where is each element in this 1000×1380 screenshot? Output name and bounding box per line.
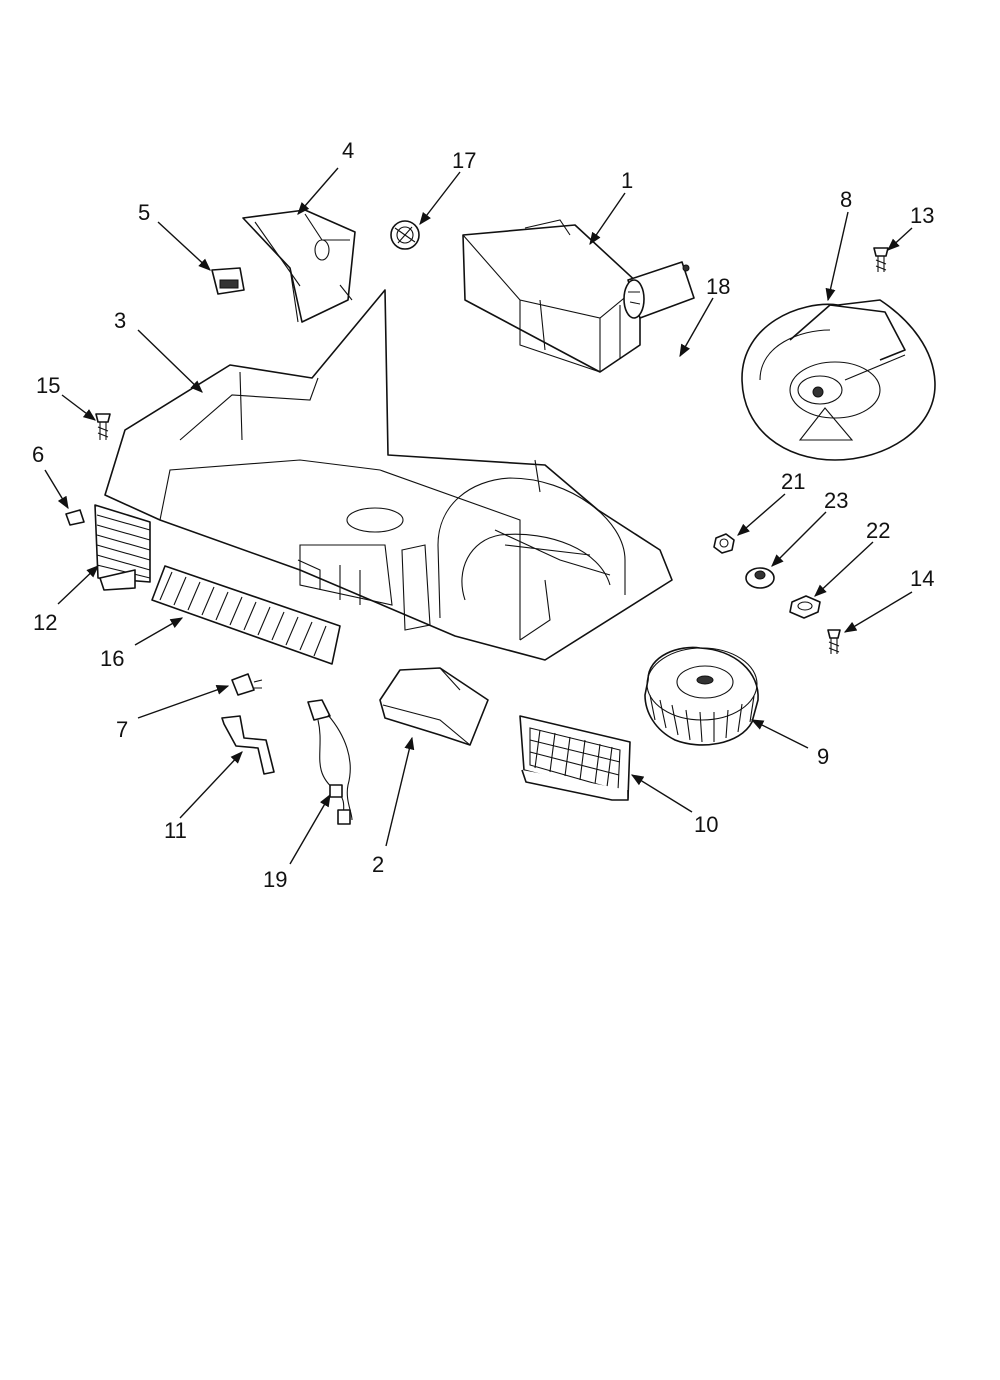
part-7-socket [231,673,263,696]
leader-23 [771,511,827,567]
leader-3 [137,329,203,393]
leader-10 [630,774,693,813]
callout-14: 14 [910,566,934,591]
callout-12: 12 [33,610,57,635]
leader-15 [61,394,97,421]
callout-9: 9 [817,744,829,769]
leader-11 [179,751,243,819]
part-5-switch [211,267,245,295]
part-10-filter [519,715,631,801]
part-21-nut [713,533,735,554]
leader-14 [843,591,913,633]
callout-1: 1 [621,168,633,193]
part-8-blower-housing [741,299,936,461]
leader-16 [134,617,184,646]
leader-18 [679,297,714,358]
part-22-nut [789,595,821,619]
callout-5: 5 [138,200,150,225]
callout-6: 6 [32,442,44,467]
callout-22: 22 [866,518,890,543]
leader-1 [589,192,626,246]
callout-4: 4 [342,138,354,163]
callout-3: 3 [114,308,126,333]
leader-8 [825,211,849,302]
callout-15: 15 [36,373,60,398]
callout-7: 7 [116,717,128,742]
part-11-wire-bracket [221,715,275,775]
leader-21 [737,493,786,536]
callout-8: 8 [840,187,852,212]
part-23-washer [745,567,775,589]
part-17-plug [390,220,420,250]
part-14-screw [827,629,841,654]
part-19-harness [307,699,353,825]
callout-19: 19 [263,867,287,892]
part-18-capacitor [623,261,695,319]
leader-5 [157,221,211,271]
leader-2 [385,736,415,847]
leader-lines [44,167,913,865]
part-6-clip [65,509,85,526]
leader-22 [814,541,874,597]
leader-7 [137,685,230,719]
part-9-blower-wheel [644,646,759,746]
leader-17 [419,171,461,225]
part-1-duct [462,219,641,373]
part-15-screw [95,413,111,440]
leader-6 [44,469,69,510]
callout-labels: 4 17 1 5 8 13 18 3 15 6 21 23 22 14 12 1… [32,138,934,892]
part-12-side-grille [94,504,151,591]
leader-19 [289,793,331,865]
callout-23: 23 [824,488,848,513]
callout-16: 16 [100,646,124,671]
callout-17: 17 [452,148,476,173]
part-3-base-pan [104,289,673,661]
callout-2: 2 [372,852,384,877]
leader-13 [887,227,913,251]
leader-12 [57,565,99,605]
leader-4 [297,167,339,215]
part-13-screw [873,247,889,272]
leader-9 [750,719,809,749]
callout-10: 10 [694,812,718,837]
part-4-bracket [242,209,356,323]
callout-18: 18 [706,274,730,299]
part-2-cover [379,667,489,746]
callout-13: 13 [910,203,934,228]
part-16-grille [151,565,341,665]
callout-21: 21 [781,469,805,494]
callout-11: 11 [164,818,187,843]
